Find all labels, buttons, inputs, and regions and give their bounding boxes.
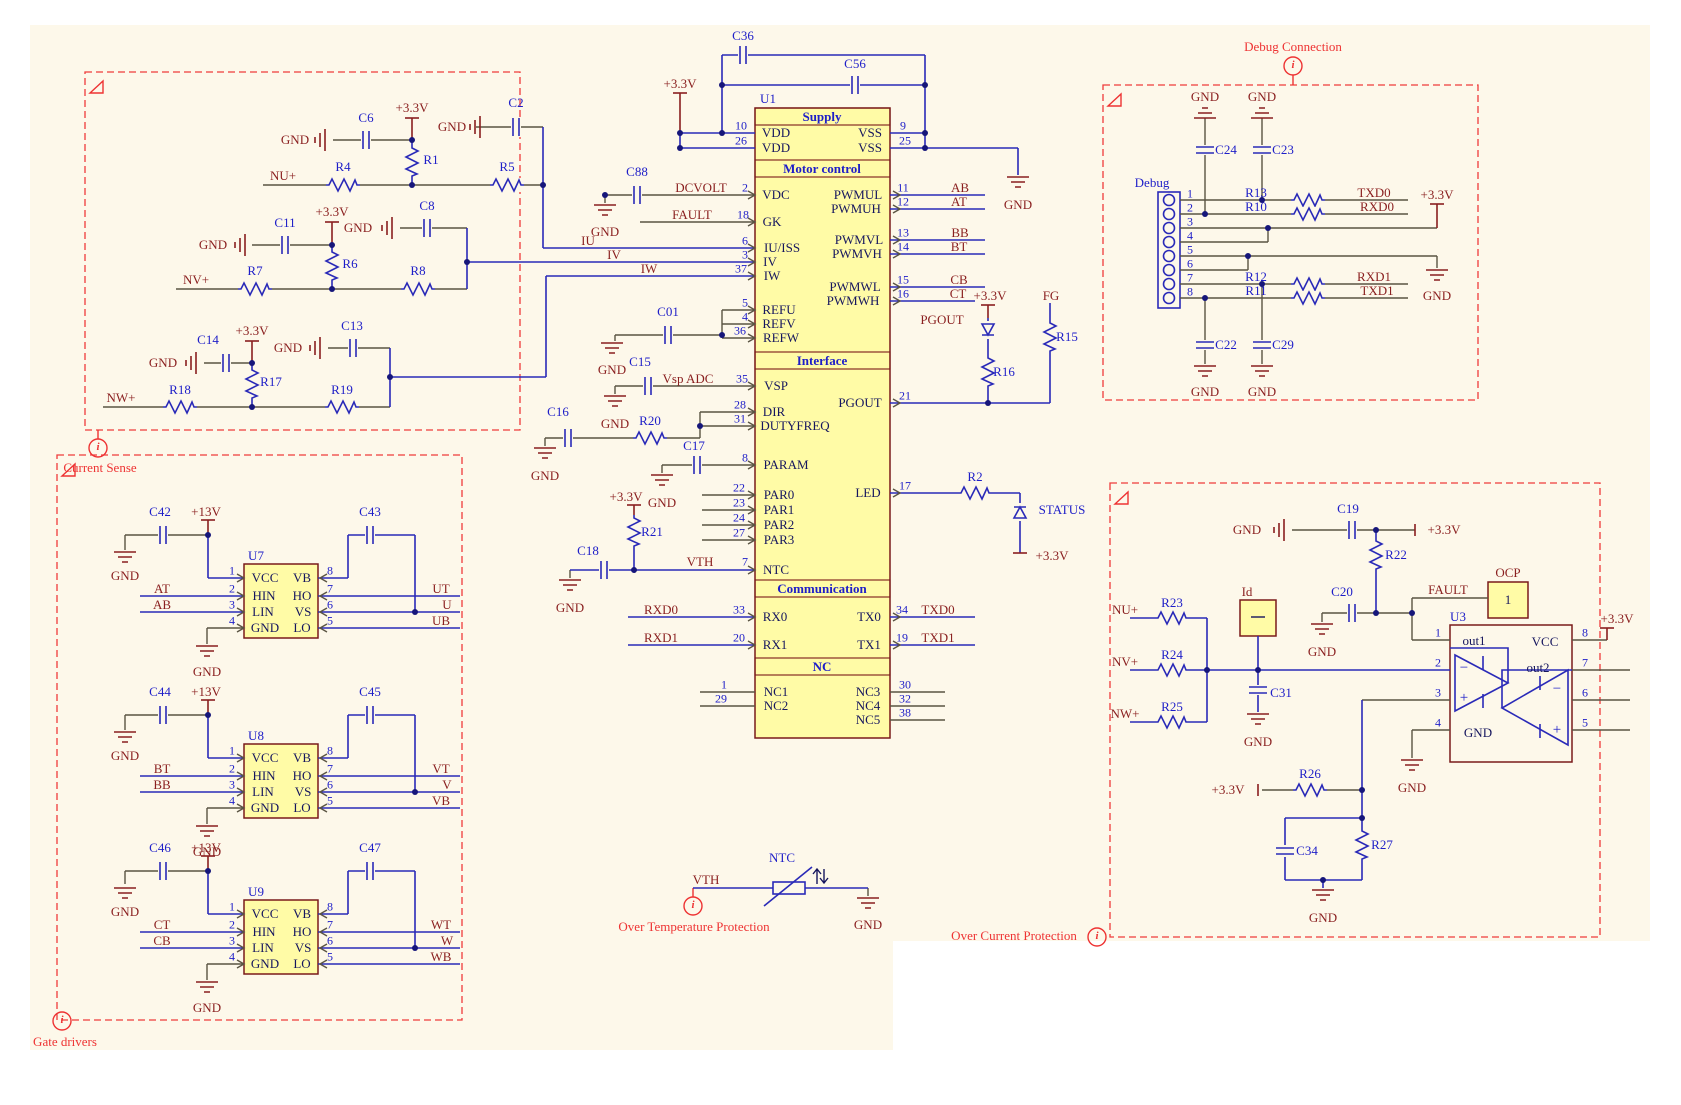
gate-drivers-box: [56, 454, 463, 1021]
info-stems: [97, 75, 1294, 897]
over-current-protection-box: [1109, 482, 1601, 938]
id-probe-box: [1239, 599, 1277, 637]
info-icon: [1087, 927, 1107, 947]
u9-chip-body: [243, 899, 319, 975]
pgout-diode-icon: [980, 320, 996, 340]
section-boxes: [52, 56, 1601, 1031]
debug-connector: [1157, 191, 1181, 309]
u8-chip-body: [243, 743, 319, 819]
u7-chip-body: [243, 563, 319, 639]
u3-chip-body: [1449, 624, 1573, 763]
power-stems: [207, 93, 1608, 871]
info-icon: [52, 1011, 72, 1031]
chips: [243, 107, 1573, 975]
ocp-box: [1487, 581, 1529, 619]
ntc-thermistor-icon: [763, 866, 829, 907]
debug-connection-box: [1102, 84, 1479, 401]
opamp1-triangle: [1454, 653, 1510, 713]
opamp2-triangle: [1500, 668, 1569, 747]
u1-chip-body: [754, 107, 891, 739]
status-diode-icon: [1012, 502, 1028, 522]
sheet-symbol-triangles: [60, 79, 1129, 505]
